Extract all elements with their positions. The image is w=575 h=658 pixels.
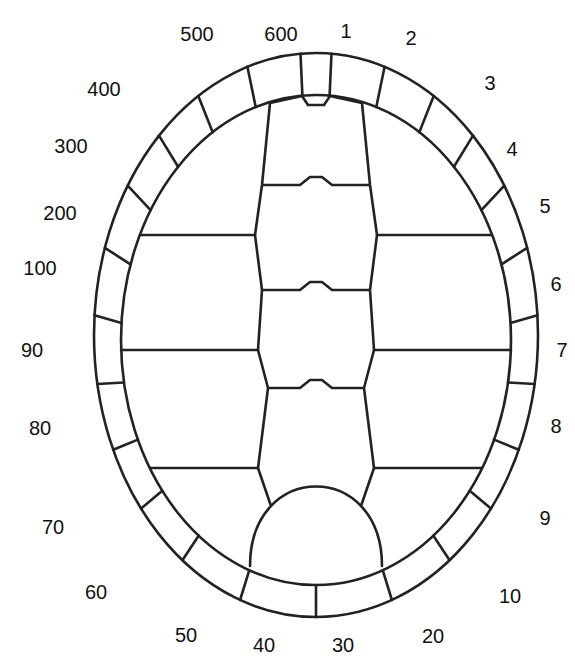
callout-number: 80 bbox=[29, 418, 51, 438]
callout-number: 9 bbox=[539, 508, 550, 528]
callout-number: 8 bbox=[550, 416, 561, 436]
callout-number: 30 bbox=[332, 635, 354, 655]
costal-dividers bbox=[121, 235, 511, 468]
callout-number: 60 bbox=[85, 582, 107, 602]
callout-number: 90 bbox=[21, 340, 43, 360]
callout-number: 200 bbox=[43, 203, 76, 223]
callout-number: 50 bbox=[175, 625, 197, 645]
shell-outline bbox=[94, 53, 538, 617]
callout-number: 300 bbox=[54, 136, 87, 156]
callout-number: 100 bbox=[23, 258, 56, 278]
callout-number: 10 bbox=[499, 586, 521, 606]
callout-number: 5 bbox=[539, 196, 550, 216]
callout-number: 40 bbox=[253, 635, 275, 655]
callout-number: 3 bbox=[484, 73, 495, 93]
callout-number: 20 bbox=[422, 626, 444, 646]
callout-number: 500 bbox=[180, 24, 213, 44]
marginal-dividers bbox=[95, 54, 538, 617]
vertebral-scutes bbox=[250, 96, 382, 566]
callout-number: 1 bbox=[340, 21, 351, 41]
callout-number: 2 bbox=[405, 28, 416, 48]
callout-number: 6 bbox=[550, 274, 561, 294]
callout-number: 4 bbox=[506, 139, 517, 159]
callout-number: 7 bbox=[556, 340, 567, 360]
callout-number: 70 bbox=[42, 517, 64, 537]
callout-number: 400 bbox=[87, 79, 120, 99]
callout-number: 600 bbox=[264, 24, 297, 44]
marginal-inner-edge bbox=[121, 95, 511, 585]
